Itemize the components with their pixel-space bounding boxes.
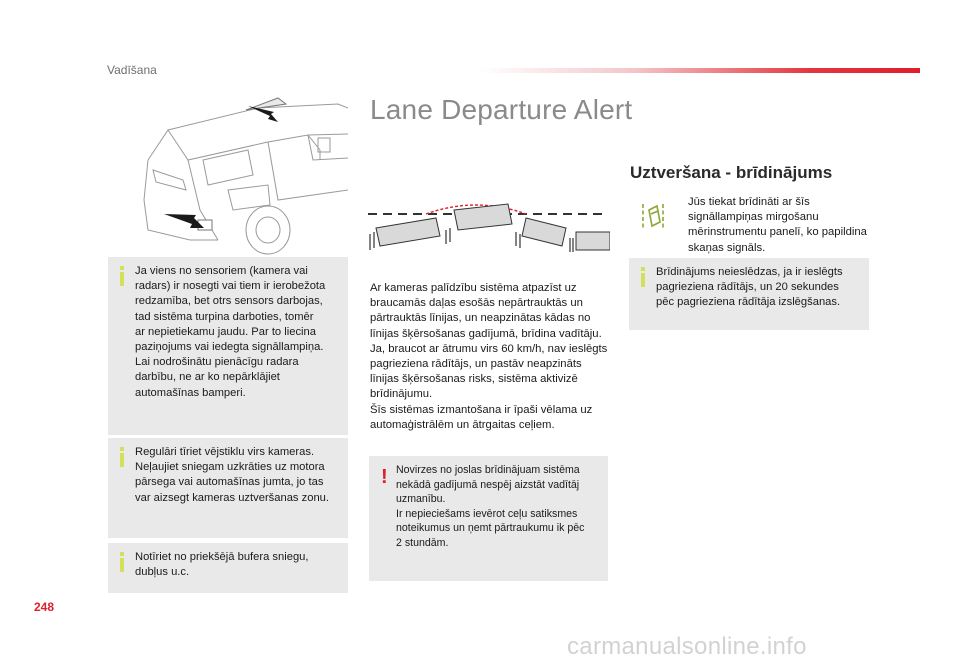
- page-title: Lane Departure Alert: [370, 94, 633, 125]
- lane-departure-illustration: [368, 203, 610, 252]
- page-number: 248: [34, 600, 55, 614]
- header-accent-bar: [480, 68, 920, 73]
- info-note-text: Notīriet no priekšējā bufera sniegu, dub…: [135, 551, 309, 579]
- info-note-text: Regulāri tīriet vējstiklu virs kameras. …: [135, 446, 330, 504]
- van-sensors-illustration: [143, 97, 348, 255]
- exclamation-icon: !: [381, 466, 388, 488]
- info-note-sensors: Ja viens no sensoriem (kamera vai radars…: [108, 257, 348, 435]
- warning-note: ! Novirzes no joslas brīdinājuam sistēma…: [369, 456, 608, 581]
- warning-note-text: Novirzes no joslas brīdinājuam sistēma n…: [396, 464, 585, 549]
- info-icon: [116, 447, 128, 467]
- info-note-indicator: Brīdinājums neieslēdzas, ja ir ieslēgts …: [629, 258, 869, 330]
- section-label: Vadīšana: [107, 63, 157, 77]
- info-note-camera: Regulāri tīriet vējstiklu virs kameras. …: [108, 438, 348, 538]
- info-note-text: Ja viens no sensoriem (kamera vai radars…: [135, 265, 326, 399]
- info-icon: [116, 266, 128, 286]
- warning-indicator-text: Jūs tiekat brīdināti ar šīs signāllampiņ…: [688, 196, 867, 254]
- info-note-text: Brīdinājums neieslēdzas, ja ir ieslēgts …: [656, 266, 843, 309]
- description-text: Ar kameras palīdzību sistēma atpazīst uz…: [370, 282, 608, 431]
- lane-departure-warning-icon: [642, 204, 664, 228]
- sub-title: Uztveršana - brīdinājums: [630, 163, 833, 182]
- info-icon: [116, 552, 128, 572]
- watermark: carmanualsonline.info: [567, 633, 807, 660]
- info-icon: [637, 267, 649, 287]
- info-note-bumper: Notīriet no priekšējā bufera sniegu, dub…: [108, 543, 348, 593]
